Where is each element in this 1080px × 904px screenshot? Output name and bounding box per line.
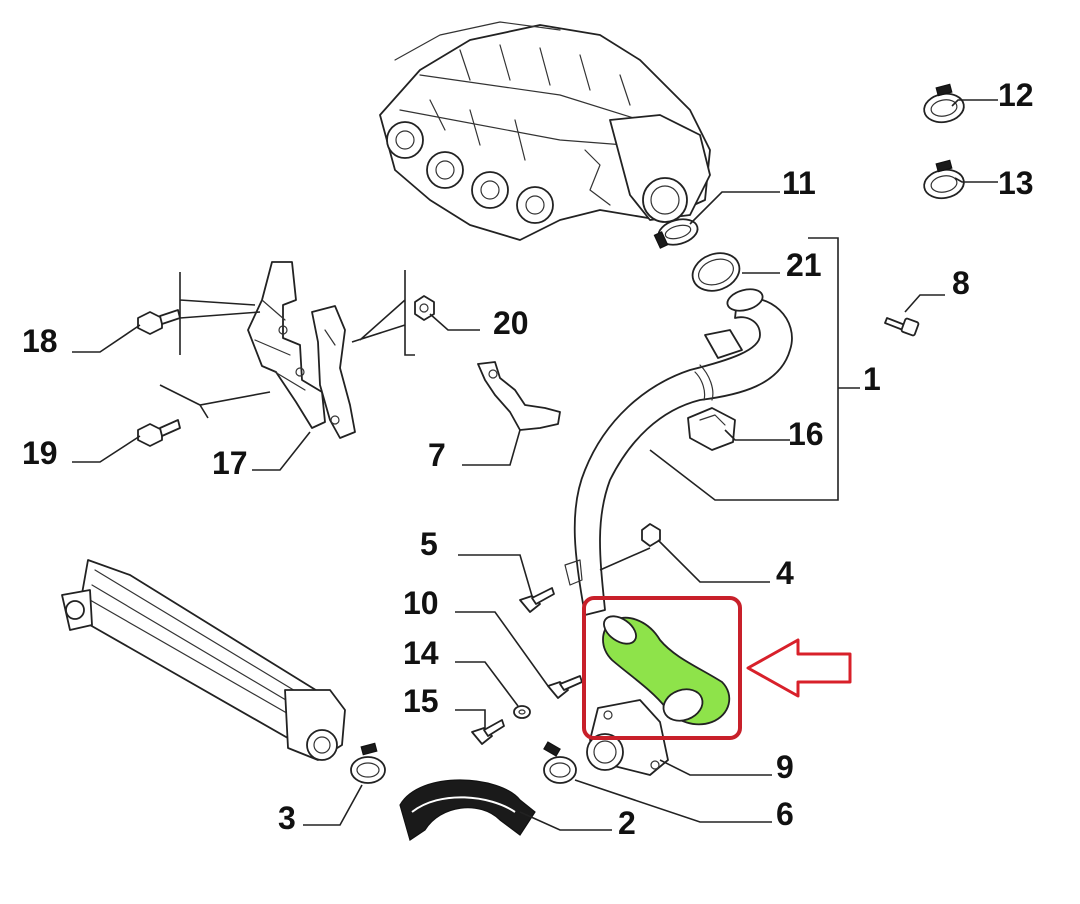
- label-4: 4: [776, 555, 794, 591]
- bolt-10: [547, 675, 583, 699]
- label-9: 9: [776, 749, 794, 785]
- label-19: 19: [22, 435, 58, 471]
- bolt-8: [884, 317, 920, 337]
- label-1: 1: [863, 361, 881, 397]
- label-5: 5: [420, 526, 438, 562]
- leader-lines: [72, 99, 998, 831]
- sensor-16: [687, 407, 736, 451]
- nut-4: [641, 523, 661, 547]
- clamp-6: [543, 741, 577, 784]
- bolt-18: [137, 309, 181, 335]
- clamp-13: [923, 159, 965, 200]
- label-8: 8: [952, 265, 970, 301]
- pointer-arrow-icon: [746, 638, 852, 698]
- label-18: 18: [22, 323, 58, 359]
- label-21: 21: [786, 247, 822, 283]
- bolt-15: [471, 719, 505, 745]
- washer-14: [513, 705, 531, 719]
- label-11: 11: [782, 165, 816, 201]
- bracket-17: [247, 261, 356, 439]
- intake-hose-1: [564, 288, 793, 616]
- highlighted-hose: [602, 615, 731, 726]
- label-17: 17: [212, 445, 248, 481]
- part-labels: 12 13 11 21 8 1 16 20 18 19 17 7 5 4 10 …: [22, 77, 1034, 841]
- label-20: 20: [493, 305, 529, 341]
- bolt-19: [137, 419, 181, 447]
- label-3: 3: [278, 800, 296, 836]
- label-14: 14: [403, 635, 439, 671]
- label-6: 6: [776, 796, 794, 832]
- highlight-frame: [582, 596, 742, 740]
- intercooler: [61, 559, 346, 761]
- label-2: 2: [618, 805, 636, 841]
- clamp-3: [350, 742, 386, 784]
- label-15: 15: [403, 683, 439, 719]
- clamp-11: [653, 218, 699, 249]
- label-13: 13: [998, 165, 1034, 201]
- label-10: 10: [403, 585, 439, 621]
- bolt-5: [519, 587, 555, 613]
- hose-2: [399, 779, 536, 841]
- flange-9: [586, 699, 669, 776]
- bracket-7: [477, 361, 561, 431]
- o-ring-21: [691, 252, 741, 292]
- clamp-12: [923, 83, 965, 124]
- intake-manifold: [379, 21, 711, 241]
- label-7: 7: [428, 437, 446, 473]
- label-16: 16: [788, 416, 824, 452]
- nut-20: [414, 295, 435, 321]
- label-12: 12: [998, 77, 1034, 113]
